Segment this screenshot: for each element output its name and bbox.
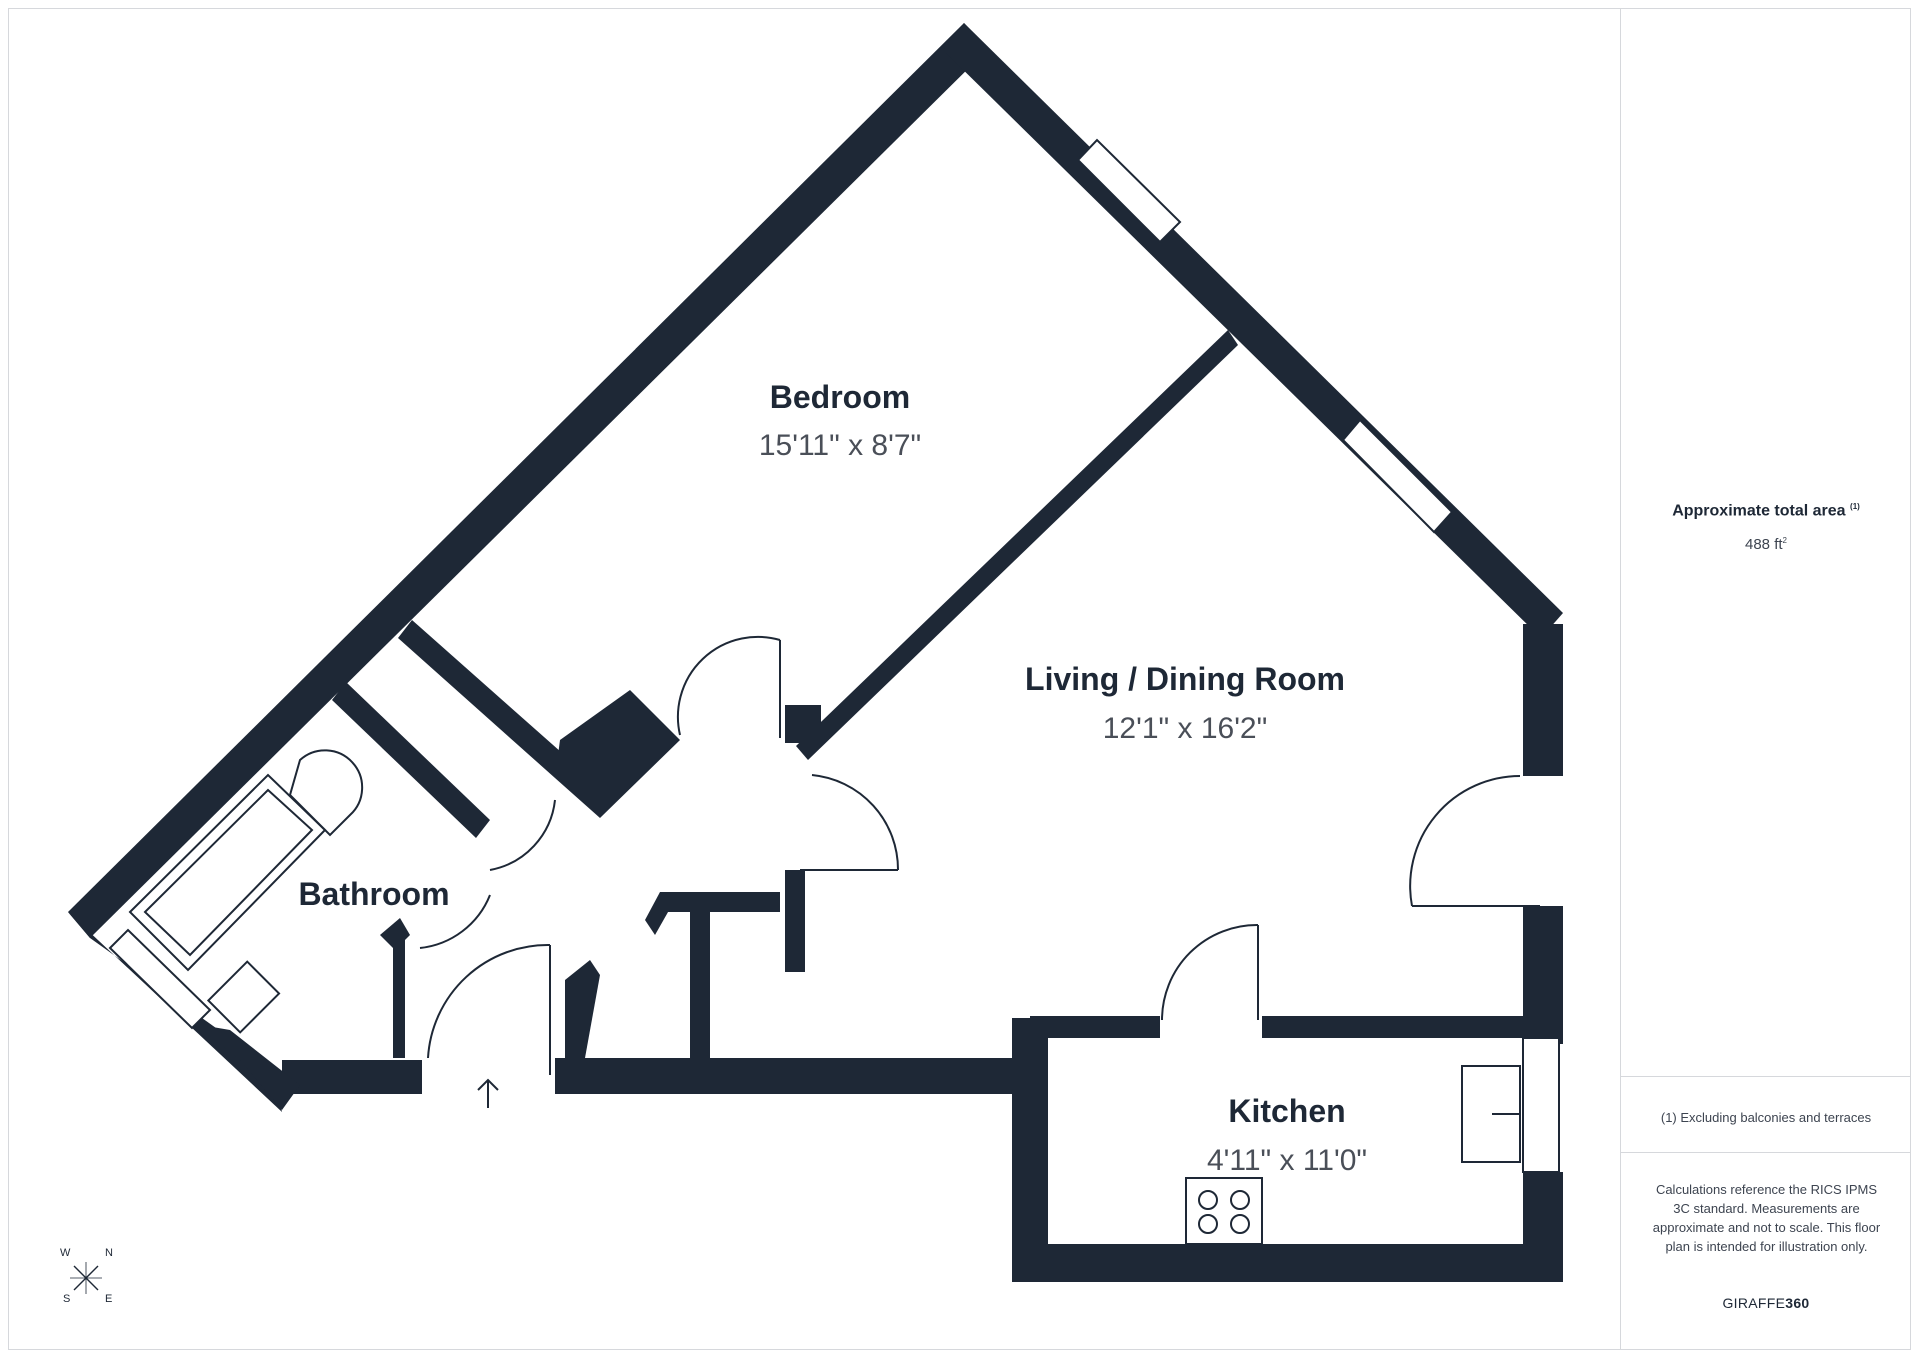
wall-closet bbox=[565, 960, 600, 1058]
area-label-note: (1) bbox=[1850, 502, 1860, 511]
room-dims-living: 12'1" x 16'2" bbox=[1103, 712, 1268, 745]
wall-south-main bbox=[555, 1058, 1030, 1094]
toilet bbox=[288, 749, 364, 837]
area-unit-sup: 2 bbox=[1782, 536, 1787, 545]
door-kitchen bbox=[1161, 923, 1259, 1021]
compass-n: N bbox=[105, 1247, 113, 1259]
wall-bed-living bbox=[796, 330, 1238, 760]
room-name-bedroom: Bedroom bbox=[770, 379, 910, 415]
room-name-living: Living / Dining Room bbox=[1025, 661, 1345, 697]
hob bbox=[1185, 1177, 1263, 1245]
wall-outer-nw bbox=[68, 23, 988, 938]
hob-ring-3 bbox=[1198, 1214, 1218, 1234]
window-bathroom bbox=[108, 928, 212, 1030]
window-living bbox=[1341, 418, 1454, 534]
wall-east-upper bbox=[1523, 624, 1563, 776]
floor-plan: Bedroom 15'11" x 8'7" Living / Dining Ro… bbox=[60, 23, 1563, 1305]
bathtub bbox=[128, 773, 327, 972]
hob-ring-2 bbox=[1230, 1190, 1250, 1210]
door-east bbox=[1409, 775, 1521, 907]
wall-wardrobe-b bbox=[332, 682, 490, 838]
wall-sw-block bbox=[195, 1024, 300, 1110]
page-frame bbox=[8, 8, 1911, 1350]
wall-column bbox=[785, 705, 821, 743]
room-dims-kitchen: 4'11" x 11'0" bbox=[1207, 1144, 1367, 1177]
door-wardrobe bbox=[489, 799, 556, 871]
wall-bath-v bbox=[393, 940, 405, 1058]
hob-ring-4 bbox=[1230, 1214, 1250, 1234]
wall-hall-diag bbox=[645, 892, 672, 935]
window-kitchen bbox=[1522, 1037, 1560, 1173]
wall-kitchen-west bbox=[1012, 1018, 1048, 1282]
entry-arrow-icon bbox=[477, 1078, 499, 1108]
disclaimer: Calculations reference the RICS IPMS 3C … bbox=[1652, 1182, 1881, 1254]
info-sidebar: Approximate total area (1) 488 ft2 (1) E… bbox=[1620, 8, 1911, 1350]
door-living bbox=[811, 774, 900, 871]
door-entry bbox=[427, 943, 551, 1059]
compass-e: E bbox=[105, 1293, 112, 1305]
window-bedroom bbox=[1076, 138, 1182, 244]
wall-kitchen-north-right bbox=[1262, 1016, 1563, 1038]
footnote: (1) Excluding balconies and terraces bbox=[1660, 1110, 1872, 1125]
room-name-kitchen: Kitchen bbox=[1228, 1093, 1345, 1129]
wall-kitchen-north-left bbox=[1030, 1016, 1160, 1038]
bathtub-inner bbox=[143, 788, 314, 957]
room-dims-bedroom: 15'11" x 8'7" bbox=[759, 429, 921, 462]
door-bathroom bbox=[419, 894, 491, 949]
wall-wardrobe-block bbox=[555, 690, 680, 818]
compass-w: W bbox=[60, 1247, 71, 1259]
basin bbox=[206, 960, 281, 1034]
sidebar-divider bbox=[1621, 1076, 1911, 1077]
wall-outer-ne bbox=[943, 23, 1563, 638]
sidebar-divider bbox=[1621, 1152, 1911, 1153]
door-bedroom bbox=[676, 635, 781, 736]
compass-s: S bbox=[63, 1293, 70, 1305]
wall-wardrobe-a bbox=[398, 620, 570, 778]
brand-logo: GIRAFFE360 bbox=[1722, 1295, 1810, 1311]
wall-hall-v2 bbox=[785, 870, 805, 972]
wall-kitchen-south bbox=[1012, 1244, 1563, 1282]
hob-ring-1 bbox=[1198, 1190, 1218, 1210]
area-value: 488 ft2 bbox=[1745, 536, 1787, 553]
room-name-bathroom: Bathroom bbox=[298, 876, 449, 912]
area-label: Approximate total area (1) bbox=[1672, 502, 1860, 520]
wall-south-left bbox=[282, 1060, 422, 1094]
compass-icon: W N S E bbox=[60, 1247, 113, 1305]
wall-hall-h bbox=[660, 892, 780, 912]
wall-hall-v1 bbox=[690, 900, 710, 1058]
